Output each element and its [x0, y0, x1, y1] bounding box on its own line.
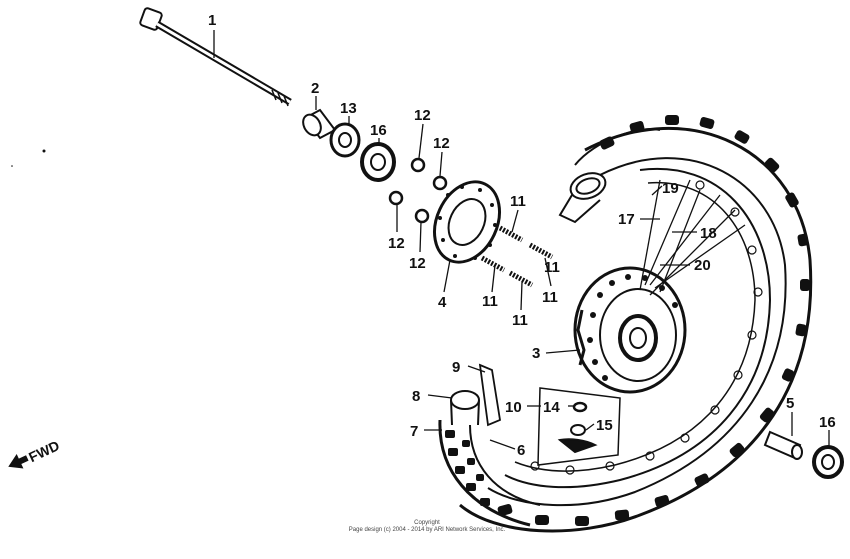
leader-lines — [213, 30, 830, 450]
front-axle — [139, 7, 292, 107]
callout-9: 9 — [452, 359, 460, 376]
callout-6: 6 — [517, 442, 525, 459]
forward-direction-indicator: FWD — [8, 437, 62, 469]
callout-11-a: 11 — [510, 193, 526, 210]
callout-17: 17 — [618, 211, 635, 228]
callout-3: 3 — [532, 345, 540, 362]
bearing-16-left — [360, 142, 396, 182]
tire-section-lower — [438, 363, 541, 527]
callout-11-d: 11 — [512, 312, 528, 329]
callout-12-b: 12 — [433, 135, 450, 152]
callout-19: 19 — [662, 180, 679, 197]
bearing-16-right — [812, 445, 844, 479]
callout-11-c: 11 — [482, 293, 498, 310]
copyright-notice: Copyright Page design (c) 2004 - 2014 by… — [349, 520, 506, 533]
tire-section-top — [558, 128, 661, 224]
callout-12-a: 12 — [414, 107, 431, 124]
bearing-13 — [329, 122, 361, 158]
callout-11-e: 11 — [544, 259, 560, 276]
callout-16-left: 16 — [370, 122, 387, 139]
callout-10: 10 — [505, 399, 522, 416]
callout-7: 7 — [410, 423, 418, 440]
callout-20: 20 — [694, 257, 711, 274]
copyright-line-2: Page design (c) 2004 - 2014 by ARI Netwo… — [349, 527, 506, 533]
callout-5: 5 — [786, 395, 794, 412]
callout-16-right: 16 — [819, 414, 836, 431]
brake-disc — [433, 180, 501, 264]
callout-12-d: 12 — [409, 255, 426, 272]
callout-1: 1 — [208, 12, 216, 29]
valve-kit — [537, 387, 621, 466]
callout-15: 15 — [596, 417, 613, 434]
callouts: 1 2 13 16 12 12 12 12 4 11 11 11 11 11 3… — [208, 12, 836, 459]
copyright-line-1: Copyright — [414, 520, 440, 526]
callout-8: 8 — [412, 388, 420, 405]
axle-collar-right — [763, 430, 803, 460]
wheel-hub — [573, 266, 687, 394]
callout-2: 2 — [311, 80, 319, 97]
callout-14: 14 — [543, 399, 560, 416]
callout-18: 18 — [700, 225, 717, 242]
forward-arrow-icon — [8, 454, 29, 469]
callout-13: 13 — [340, 100, 357, 117]
scan-specks — [11, 149, 46, 167]
nuts-12 — [388, 157, 448, 224]
studs-11 — [480, 225, 554, 288]
callout-4: 4 — [438, 294, 447, 311]
callout-12-c: 12 — [388, 235, 405, 252]
front-wheel — [459, 115, 813, 533]
axle-collar-left — [302, 108, 337, 140]
fwd-label: FWD — [26, 437, 62, 465]
callout-11-b: 11 — [542, 289, 558, 306]
